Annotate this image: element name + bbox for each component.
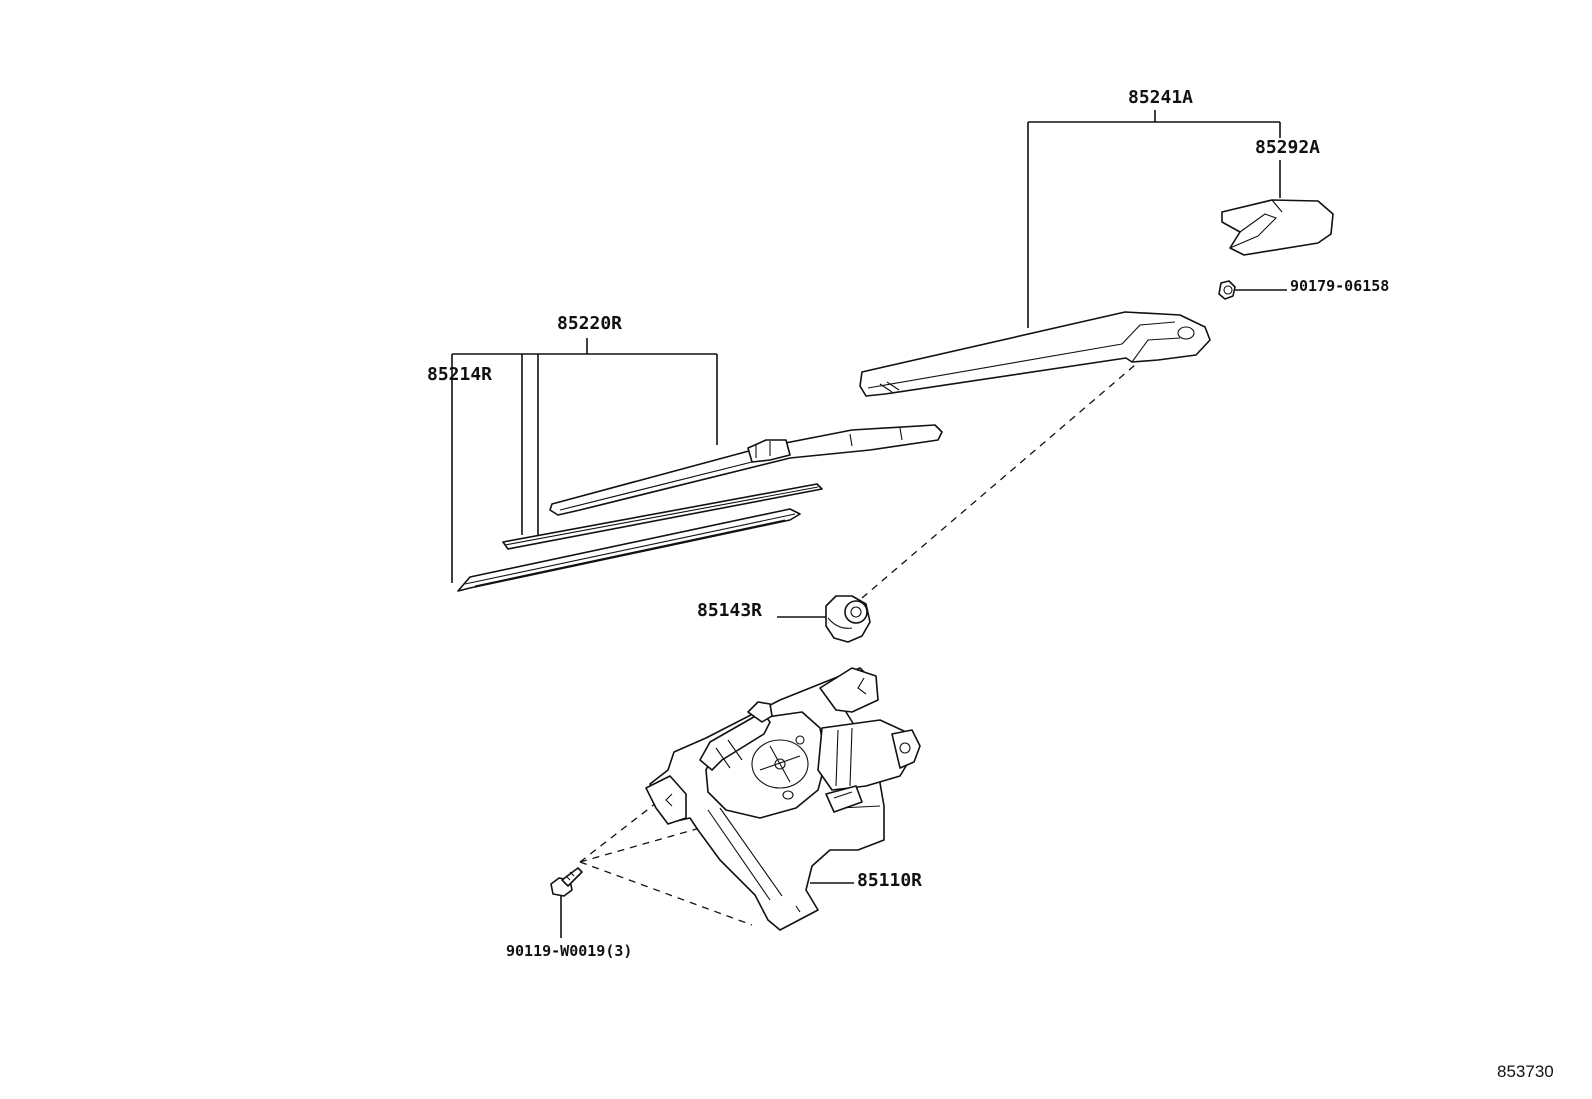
wiper-arm	[859, 311, 1211, 397]
arm-nut	[1218, 280, 1236, 300]
assembly-dash-lines	[579, 364, 1136, 926]
wiper-arm-cap	[1221, 199, 1334, 256]
wiper-blade	[549, 424, 943, 516]
label-arm-nut: 90179-06158	[1290, 277, 1389, 295]
label-mounting-bolt: 90119-W0019(3)	[506, 942, 632, 960]
label-wiper-blade-assembly: 85220R	[557, 313, 622, 334]
blade-strip	[502, 483, 823, 550]
label-wiper-arm-cap: 85292A	[1255, 137, 1320, 158]
cap-seal	[825, 595, 871, 643]
label-cap-seal: 85143R	[697, 600, 762, 621]
leader-arm-assembly	[1027, 110, 1281, 328]
wiper-motor	[645, 667, 921, 931]
label-blade-rubber: 85214R	[427, 364, 492, 385]
label-wiper-motor-assembly: 85110R	[857, 870, 922, 891]
figure-number: 853730	[1497, 1062, 1554, 1081]
mounting-bolt	[550, 867, 583, 897]
label-wiper-arm-assembly: 85241A	[1128, 87, 1193, 108]
leader-blade-assembly	[452, 338, 718, 535]
blade-rubber	[457, 508, 801, 592]
